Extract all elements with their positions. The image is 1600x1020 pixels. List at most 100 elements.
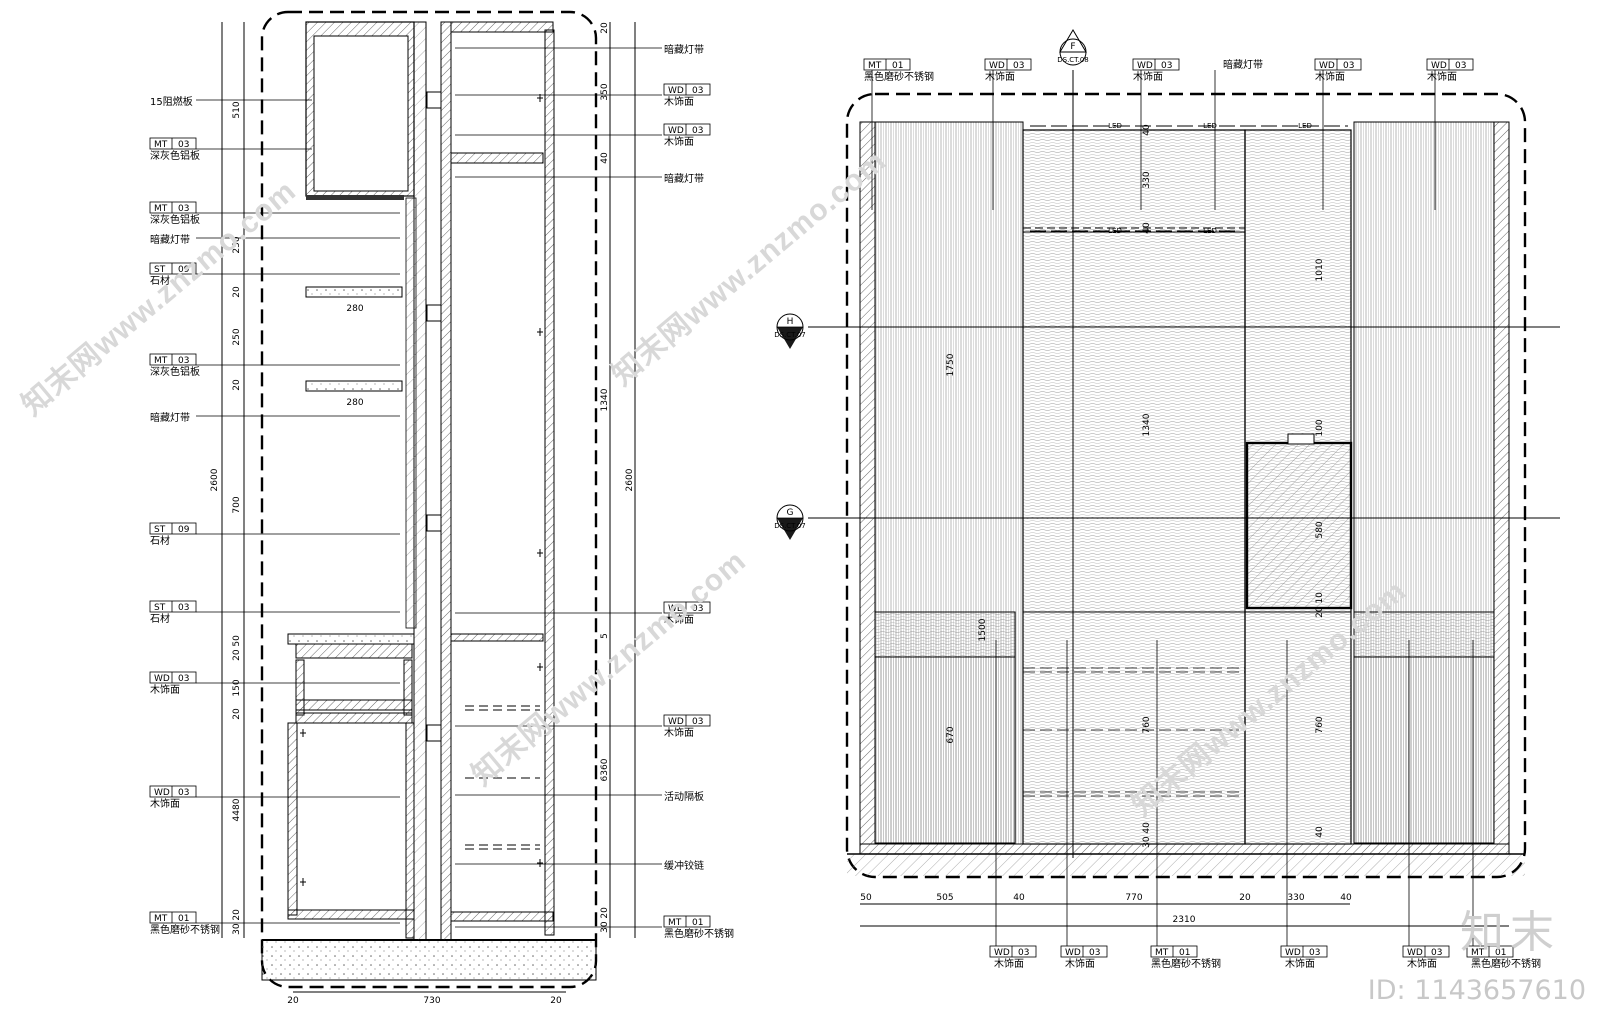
tag-number: 03 xyxy=(178,788,189,798)
tag-number: 03 xyxy=(692,717,703,727)
tag-code: WD xyxy=(989,61,1005,71)
dimension-text: 670 xyxy=(946,726,956,743)
stone-shelf-2 xyxy=(305,380,403,392)
dimension-text: 20 xyxy=(287,996,299,1006)
tag-number: 03 xyxy=(692,604,703,614)
material-tag: WD 03 xyxy=(149,785,197,798)
dimension-text: 280 xyxy=(346,304,363,314)
tag-label: 木饰面 xyxy=(985,70,1015,83)
material-tag: WD 03 xyxy=(984,58,1032,71)
dimension-text: 2310 xyxy=(1173,915,1196,925)
tag-number: 03 xyxy=(1343,61,1354,71)
tag-code: MT xyxy=(154,204,168,214)
right-boundary xyxy=(845,92,1527,879)
tag-code: WD xyxy=(994,948,1010,958)
annotation-label: 深灰色铝板 xyxy=(150,213,200,226)
tag-code: ST xyxy=(154,265,166,275)
dimension-text: 730 xyxy=(423,996,440,1006)
tag-number: 01 xyxy=(892,61,903,71)
tag-code: WD xyxy=(668,717,684,727)
marker-letter: F xyxy=(1070,42,1075,52)
annotation-label: 活动隔板 xyxy=(664,790,704,803)
tag-number: 01 xyxy=(1495,948,1506,958)
dimension-text: 350 xyxy=(600,83,610,100)
dimension-text: 505 xyxy=(936,893,953,903)
section-marker: FDS.CT.08 xyxy=(1057,29,1089,66)
dimension-text: 20 xyxy=(600,22,610,34)
dimension-text: 250 xyxy=(232,328,242,345)
tag-code: WD xyxy=(668,604,684,614)
left-floor xyxy=(261,939,597,981)
section-marker: HDS.CT.07 xyxy=(774,313,806,349)
annotation-label: 暗藏灯带 xyxy=(664,43,704,56)
dimension-text: 6360 xyxy=(600,758,610,781)
dimension-text: 30 20 xyxy=(232,909,242,935)
tag-number: 09 xyxy=(178,265,190,275)
led-label: LED xyxy=(1203,122,1217,130)
dimension-text: 280 xyxy=(346,398,363,408)
annotation-label: 15阻燃板 xyxy=(150,95,193,108)
dimension-text: 40 xyxy=(1142,124,1152,136)
section-marker: GDS.CT.07 xyxy=(774,504,806,540)
niche-panel xyxy=(1245,441,1353,610)
dimension-text: 1340 xyxy=(1142,413,1152,436)
annotation-label: 木饰面 xyxy=(664,726,694,739)
tag-code: MT xyxy=(154,140,168,150)
tag-code: MT xyxy=(154,356,168,366)
annotation-label: 木饰面 xyxy=(150,683,180,696)
tag-code: WD xyxy=(668,126,684,136)
tag-number: 03 xyxy=(1161,61,1172,71)
dimension-text: 20 xyxy=(232,286,242,298)
dimension-text: 330 xyxy=(1287,893,1304,903)
tag-number: 03 xyxy=(178,204,189,214)
annotation-label: 石材 xyxy=(150,274,170,287)
marker-letter: G xyxy=(787,508,794,518)
tag-number: 01 xyxy=(1179,948,1190,958)
tag-code: ST xyxy=(154,603,166,613)
tag-code: WD xyxy=(668,86,684,96)
wood-door-main xyxy=(1022,129,1246,845)
stone-shelf-1 xyxy=(305,286,403,298)
dimension-text: 330 xyxy=(1142,171,1152,188)
material-tag: WD 03 xyxy=(1314,58,1362,71)
dimension-text: 40 xyxy=(1142,222,1152,234)
annotation-label: 暗藏灯带 xyxy=(664,172,704,185)
tag-code: MT xyxy=(668,918,682,928)
tag-label: 木饰面 xyxy=(1427,70,1457,83)
tag-code: WD xyxy=(154,788,170,798)
tag-code: WD xyxy=(154,674,170,684)
tag-number: 03 xyxy=(1013,61,1024,71)
led-label: LED xyxy=(1108,122,1122,130)
annotation-label: 暗藏灯带 xyxy=(150,233,190,246)
marker-sheet: DS.CT.07 xyxy=(774,331,806,339)
tag-code: WD xyxy=(1319,61,1335,71)
tag-label: 木饰面 xyxy=(1407,957,1437,970)
dimension-text: 50 xyxy=(860,893,872,903)
dimension-text: 760 xyxy=(1315,716,1325,733)
tag-label: 木饰面 xyxy=(1065,957,1095,970)
annotation-label: 暗藏灯带 xyxy=(150,411,190,424)
tag-label: 木饰面 xyxy=(1285,957,1315,970)
annotation-label: 深灰色铝板 xyxy=(150,365,200,378)
dimension-text: 700 xyxy=(232,496,242,513)
dimension-text: 150 xyxy=(232,679,242,696)
tag-code: WD xyxy=(1065,948,1081,958)
dimension-text: 2600 xyxy=(625,468,635,491)
tag-number: 09 xyxy=(178,525,190,535)
